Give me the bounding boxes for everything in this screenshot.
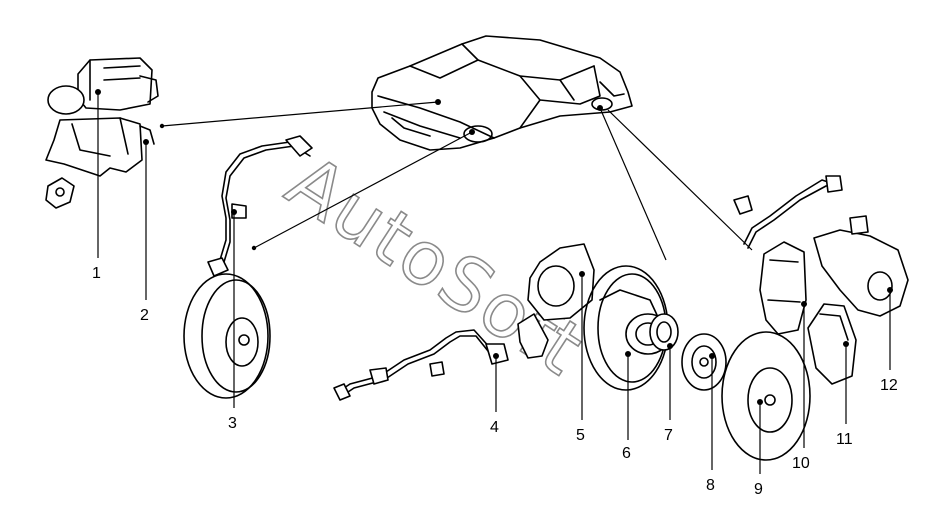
hub-and-tone-ring bbox=[625, 313, 679, 355]
wheel-bearing bbox=[681, 333, 727, 391]
callout-1: 1 bbox=[92, 265, 101, 282]
callout-7: 7 bbox=[664, 427, 673, 444]
callout-12: 12 bbox=[880, 377, 898, 394]
front-wheel-sensor-and-rotor bbox=[183, 135, 313, 399]
dust-shield-and-hub bbox=[517, 243, 669, 391]
callout-11: 11 bbox=[836, 431, 853, 448]
callout-labels: 1 2 3 4 5 6 7 8 9 10 11 12 bbox=[92, 265, 898, 498]
brake-caliper-assembly bbox=[733, 175, 909, 385]
callout-3: 3 bbox=[228, 415, 237, 432]
callout-5: 5 bbox=[576, 427, 585, 444]
callout-8: 8 bbox=[706, 477, 715, 494]
car-body-illustration bbox=[371, 35, 633, 151]
callout-leaders bbox=[95, 89, 893, 474]
callout-2: 2 bbox=[140, 307, 149, 324]
callout-9: 9 bbox=[754, 481, 763, 498]
callout-10: 10 bbox=[792, 455, 810, 472]
connector-lines bbox=[159, 99, 753, 261]
callout-4: 4 bbox=[490, 419, 499, 436]
abs-hydraulic-unit bbox=[45, 57, 159, 209]
callout-6: 6 bbox=[622, 445, 631, 462]
brake-disc bbox=[721, 331, 811, 461]
rear-wheel-sensor-cable bbox=[333, 329, 509, 401]
